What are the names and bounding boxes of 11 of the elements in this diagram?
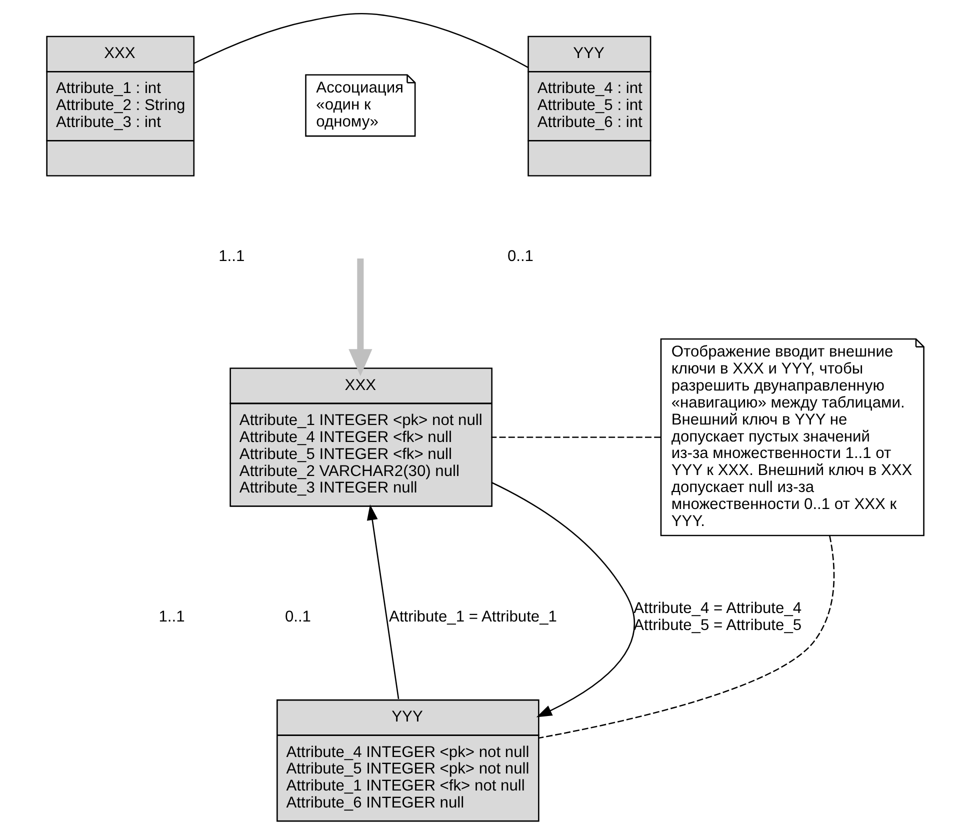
arrow xyxy=(490,482,634,718)
edge-label: Attribute_1 = Attribute_1 xyxy=(388,608,556,626)
label: 0..1 xyxy=(506,248,533,266)
arrow xyxy=(348,258,372,376)
connector xyxy=(192,13,528,68)
connector xyxy=(538,536,834,739)
arrow xyxy=(366,504,399,700)
label: 1..1 xyxy=(158,608,184,626)
label: 1..1 xyxy=(218,248,244,266)
connector xyxy=(490,436,660,438)
label: 0..1 xyxy=(284,608,311,626)
